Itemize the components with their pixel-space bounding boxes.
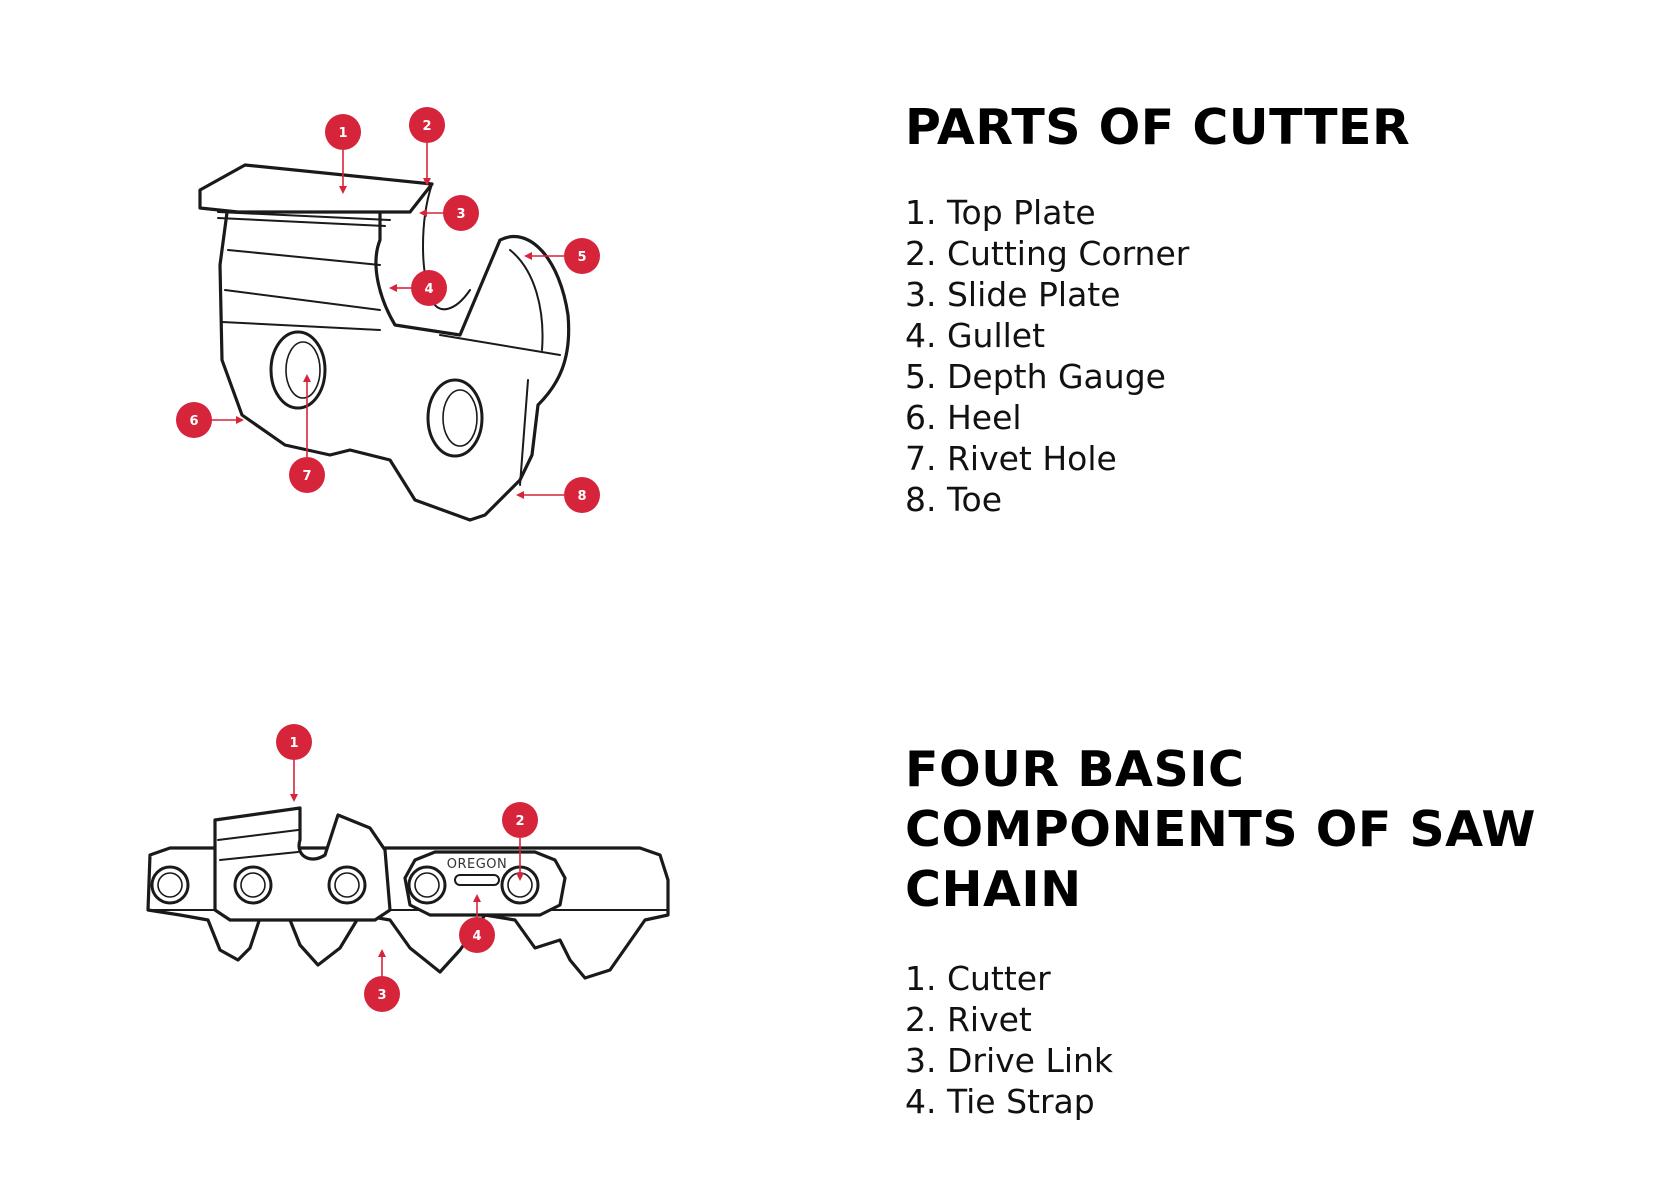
cutter-stripe-1: [227, 249, 381, 266]
cutter-callout-4-label: 4: [424, 282, 433, 297]
cutter-callout-7: 7: [289, 374, 325, 493]
cutter-part-item: 3. Slide Plate: [905, 275, 1121, 314]
cutter-callout-5: 5: [524, 238, 600, 274]
cutter-part-item: 7. Rivet Hole: [905, 439, 1117, 478]
cutter-part-item: 2. Cutting Corner: [905, 234, 1190, 273]
cutter-callout-8-label: 8: [577, 489, 586, 504]
cutter-callout-1: 1: [325, 114, 361, 194]
cutter-callout-4: 4: [389, 270, 447, 306]
chain-diagram: OREGON 1 2: [140, 724, 680, 1080]
cutter-toe-edge: [519, 379, 529, 486]
cutter-callout-6: 6: [176, 402, 244, 438]
chain-components-heading: FOUR BASIC COMPONENTS OF SAW CHAIN: [905, 740, 1536, 920]
cutter-callout-8: 8: [516, 477, 600, 513]
cutter-parts-section: PARTS OF CUTTER 1. Top Plate 2. Cutting …: [905, 98, 1410, 520]
cutter-callout-2-label: 2: [422, 119, 431, 134]
chain-cutter-line-2: [219, 851, 299, 861]
chain-callout-3-label: 3: [377, 988, 386, 1003]
cutter-rivet-hole-right: [426, 378, 484, 458]
cutter-part-item: 4. Gullet: [905, 316, 1046, 355]
chain-illustration: OREGON 1 2: [146, 724, 670, 1012]
chain-component-item: 4. Tie Strap: [905, 1082, 1095, 1121]
chain-callout-2: 2: [502, 802, 538, 881]
cutter-top-plate-edge-2: [217, 217, 386, 227]
chain-component-item: 1. Cutter: [905, 959, 1051, 998]
chain-rivet-3: [327, 865, 367, 905]
cutter-diagram: 1 2 3 4 5 6: [170, 100, 650, 560]
chain-callout-4-label: 4: [472, 929, 481, 944]
chain-heading-line-1: FOUR BASIC: [905, 741, 1245, 798]
chain-rivet-4: [407, 865, 447, 905]
cutter-callout-7-label: 7: [302, 469, 311, 484]
chain-components-list: 1. Cutter 2. Rivet 3. Drive Link 4. Tie …: [905, 958, 1536, 1122]
chain-components-section: FOUR BASIC COMPONENTS OF SAW CHAIN 1. Cu…: [905, 740, 1536, 1122]
chain-tie-strap-slot: [454, 874, 500, 886]
chain-callout-1: 1: [276, 724, 312, 802]
cutter-rivet-hole-right-inner: [442, 389, 478, 447]
cutter-stripe-3: [221, 321, 381, 331]
chain-cutter-link: [213, 806, 392, 922]
chain-heading-line-2: COMPONENTS OF SAW: [905, 801, 1536, 858]
cutter-callout-3-label: 3: [456, 207, 465, 222]
chain-callout-3: 3: [364, 949, 400, 1012]
cutter-illustration: 1 2 3 4 5 6: [176, 107, 600, 522]
cutter-body: [218, 178, 571, 522]
cutter-callout-2: 2: [409, 107, 445, 186]
cutter-callout-6-label: 6: [189, 414, 198, 429]
cutter-depth-gauge-edge: [509, 249, 544, 351]
cutter-top-plate: [198, 163, 434, 214]
cutter-part-item: 6. Heel: [905, 398, 1022, 437]
cutter-stripe-2: [224, 289, 381, 311]
cutter-callout-3: 3: [419, 195, 479, 231]
chain-heading-line-3: CHAIN: [905, 861, 1082, 918]
cutter-callout-5-label: 5: [577, 250, 586, 265]
chain-rivet-1: [150, 865, 190, 905]
chain-rivet-2: [233, 865, 273, 905]
chain-component-item: 2. Rivet: [905, 1000, 1032, 1039]
cutter-part-item: 8. Toe: [905, 480, 1003, 519]
cutter-parts-heading-text: PARTS OF CUTTER: [905, 99, 1411, 156]
cutter-rivet-hole-left: [269, 330, 327, 410]
chain-callout-4: 4: [459, 894, 495, 953]
cutter-top-plate-edge: [217, 211, 391, 221]
chain-callout-2-label: 2: [515, 814, 524, 829]
cutter-callout-1-label: 1: [338, 126, 347, 141]
chain-component-item: 3. Drive Link: [905, 1041, 1114, 1080]
cutter-stripe-4: [439, 334, 561, 356]
oregon-logo-text: OREGON: [447, 857, 508, 872]
cutter-part-item: 5. Depth Gauge: [905, 357, 1166, 396]
cutter-rivet-hole-left-inner: [285, 341, 321, 399]
cutter-part-item: 1. Top Plate: [905, 193, 1096, 232]
chain-cutter-line-1: [217, 829, 299, 841]
cutter-parts-list: 1. Top Plate 2. Cutting Corner 3. Slide …: [905, 192, 1410, 520]
chain-callout-1-label: 1: [289, 736, 298, 751]
cutter-parts-heading: PARTS OF CUTTER: [905, 98, 1410, 158]
